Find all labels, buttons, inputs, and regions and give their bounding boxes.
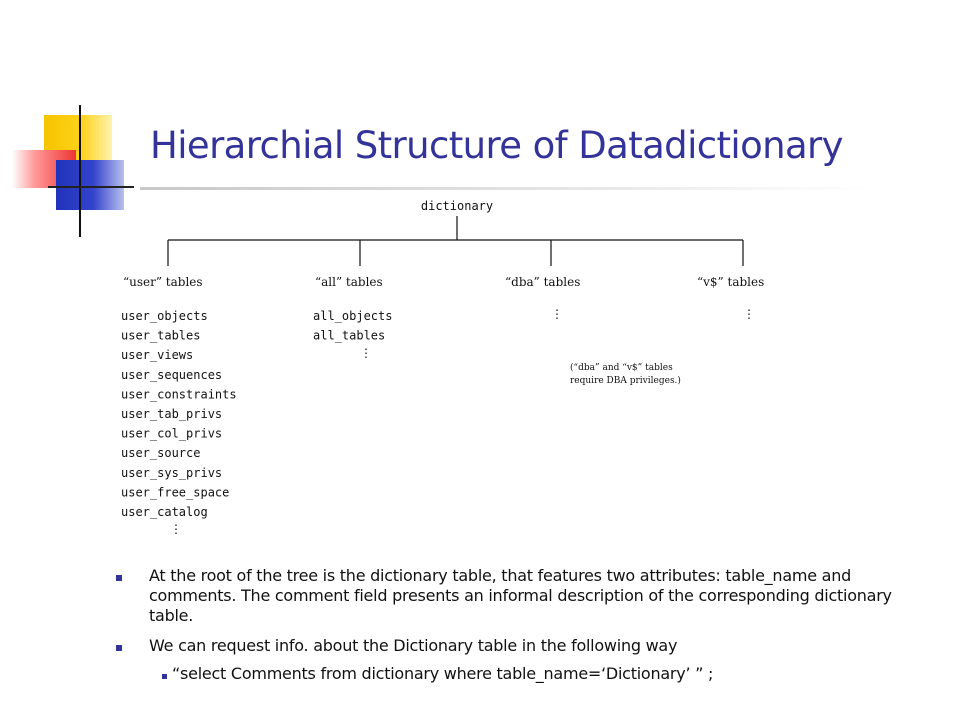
ellipsis-all: ⋮	[360, 346, 372, 360]
tree-root-label: dictionary	[421, 199, 493, 213]
ellipsis-v: ⋮	[743, 307, 755, 321]
list-item: user_tab_privs	[121, 407, 222, 421]
privilege-note-line-2: require DBA privileges.)	[570, 375, 681, 386]
ellipsis-user: ⋮	[170, 522, 182, 536]
list-item: user_views	[121, 348, 193, 362]
list-item: user_col_privs	[121, 427, 222, 441]
privilege-note-line-1: (“dba” and “v$” tables	[570, 362, 673, 373]
hierarchy-diagram: dictionary “user” tables “all” tables “d…	[121, 199, 764, 536]
sub-bullet-sql-query: “select Comments from dictionary where t…	[116, 664, 936, 684]
decorative-blue-square	[56, 160, 124, 210]
branch-label-user: “user” tables	[123, 275, 203, 289]
list-item: all_tables	[313, 329, 385, 343]
list-item: user_sys_privs	[121, 466, 222, 480]
ellipsis-dba: ⋮	[551, 307, 563, 321]
branch-label-v: “v$” tables	[697, 275, 764, 289]
user-tables-list: user_objects user_tables user_views user…	[121, 309, 237, 536]
bullet-item-root-description: At the root of the tree is the dictionar…	[116, 566, 936, 626]
bullet-item-request-info: We can request info. about the Dictionar…	[116, 636, 936, 656]
list-item: user_sequences	[121, 368, 222, 382]
all-tables-list: all_objects all_tables ⋮	[313, 309, 392, 360]
list-item: user_tables	[121, 329, 200, 343]
list-item: user_catalog	[121, 505, 208, 519]
branch-label-dba: “dba” tables	[505, 275, 580, 289]
decorative-vertical-line	[79, 105, 81, 237]
title-underline	[140, 187, 870, 190]
branch-label-all: “all” tables	[315, 275, 383, 289]
list-item: user_free_space	[121, 485, 229, 499]
list-item: user_constraints	[121, 387, 237, 401]
bullet-list: At the root of the tree is the dictionar…	[116, 566, 936, 694]
list-item: all_objects	[313, 309, 392, 323]
decorative-horizontal-line	[48, 186, 134, 188]
list-item: user_objects	[121, 309, 208, 323]
slide-title: Hierarchial Structure of Datadictionary	[150, 124, 844, 167]
list-item: user_source	[121, 446, 200, 460]
